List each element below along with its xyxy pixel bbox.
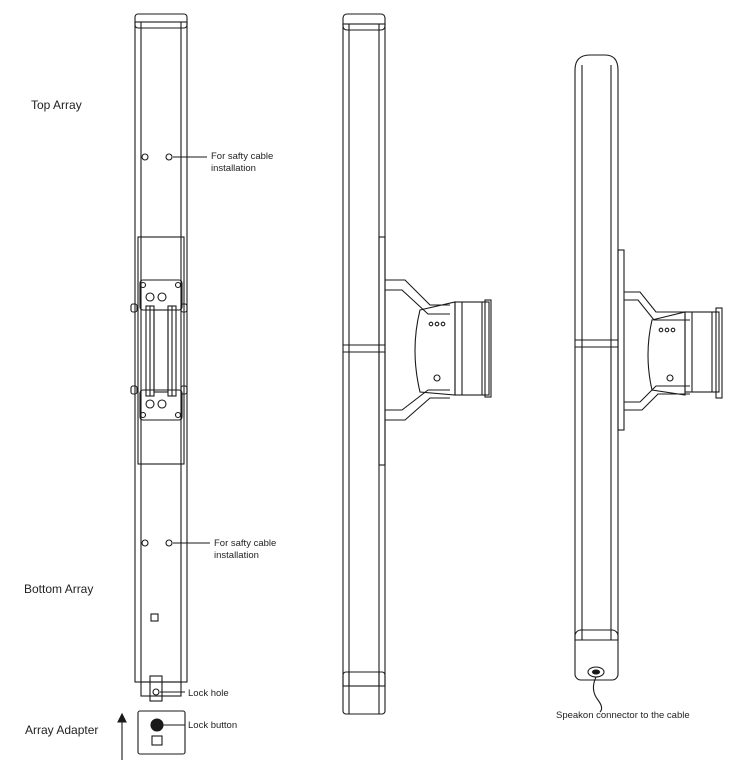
lock-button-label: Lock button: [188, 720, 238, 731]
safety-cable-bottom-line1: For safty cable: [214, 538, 277, 549]
safety-cable-bottom-line2: installation: [214, 550, 259, 561]
side-view-column: [342, 13, 492, 715]
safety-cable-top-line1: For safty cable: [211, 151, 274, 162]
front-view-column: [130, 13, 188, 755]
lock-hole-label: Lock hole: [188, 688, 229, 699]
safety-cable-top-line2: installation: [211, 163, 256, 174]
safety-cable-label-bottom: For safty cable installation: [214, 538, 276, 562]
top-array-label: Top Array: [31, 98, 82, 112]
speakon-label: Speakon connector to the cable: [556, 710, 690, 721]
perspective-view-column: [574, 54, 723, 713]
bottom-array-label: Bottom Array: [24, 582, 94, 596]
array-adapter-label: Array Adapter: [25, 723, 99, 737]
safety-cable-label-top: For safty cable installation: [211, 151, 273, 175]
